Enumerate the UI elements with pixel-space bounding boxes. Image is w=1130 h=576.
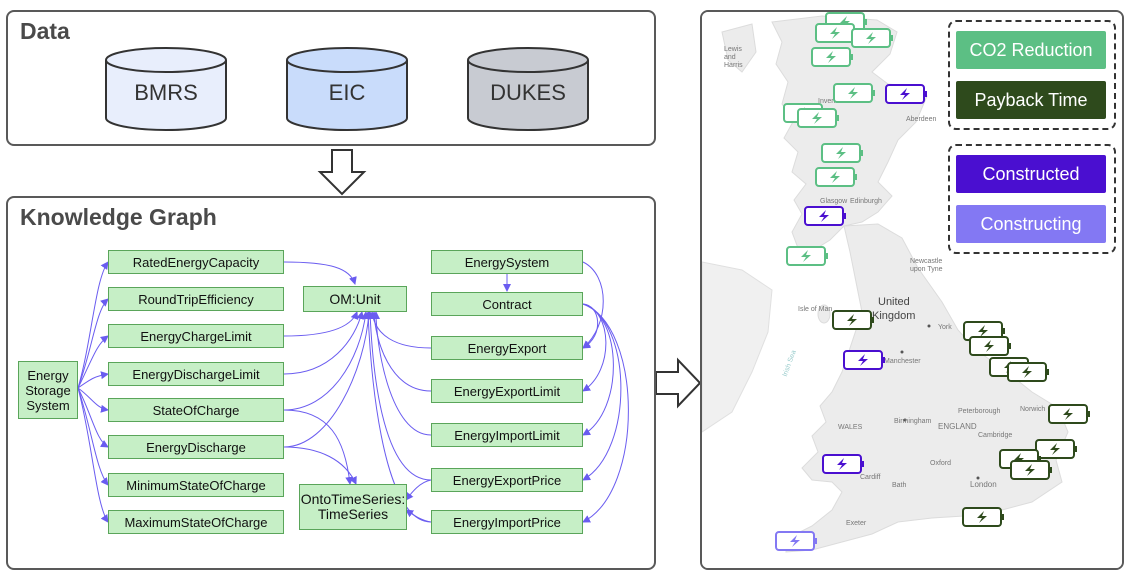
map-label-aberdeen: Aberdeen	[906, 116, 937, 123]
kg-node-energy-discharge-limit: EnergyDischargeLimit	[108, 362, 284, 386]
kg-node-energy-export: EnergyExport	[431, 336, 583, 360]
map-label-exeter: Exeter	[846, 520, 867, 527]
map-label-cardiff: Cardiff	[860, 474, 881, 481]
kg-node-energy-import-price: EnergyImportPrice	[431, 510, 583, 534]
data-panel: Data	[6, 10, 656, 146]
kg-node-minimum-state-of-charge: MinimumStateOfCharge	[108, 473, 284, 497]
map-label-peterborough: Peterborough	[958, 408, 1001, 415]
map-label-london: London	[970, 480, 997, 489]
legend-co2-reduction: CO2 Reduction	[956, 31, 1106, 69]
down-arrow-icon	[317, 149, 367, 196]
kg-node-energy-charge-limit: EnergyChargeLimit	[108, 324, 284, 348]
map-label-wales: WALES	[838, 424, 863, 431]
kg-node-contract: Contract	[431, 292, 583, 316]
data-panel-title: Data	[20, 18, 70, 44]
map-label-lewis-harris: Lewis and Harris	[724, 46, 743, 69]
map-label-united: United	[878, 296, 910, 308]
kg-node-energy-import-limit: EnergyImportLimit	[431, 423, 583, 447]
map-label-edinburgh: Edinburgh	[850, 198, 882, 205]
kg-node-round-trip-efficiency: RoundTripEfficiency	[108, 287, 284, 311]
map-label-birmingham: Birmingham	[894, 418, 932, 425]
map-label-cambridge: Cambridge	[978, 432, 1013, 439]
map-label-manchester: Manchester	[884, 358, 921, 365]
map-label-newcastle: Newcastle upon Tyne	[910, 258, 943, 273]
kg-node-maximum-state-of-charge: MaximumStateOfCharge	[108, 510, 284, 534]
map-label-isle-of-man: Isle of Man	[798, 306, 833, 313]
kg-node-energy-export-limit: EnergyExportLimit	[431, 379, 583, 403]
map-label-inverness: Inverness	[818, 98, 849, 105]
kg-node-timeseries: OntoTimeSeries: TimeSeries	[299, 484, 407, 530]
map-label-norwich: Norwich	[1020, 406, 1046, 413]
kg-node-om-unit: OM:Unit	[303, 286, 407, 312]
legend-metrics	[948, 20, 1116, 130]
kg-node-energy-system: EnergySystem	[431, 250, 583, 274]
isle-of-man	[817, 304, 831, 324]
kg-node-energy-discharge: EnergyDischarge	[108, 435, 284, 459]
kg-node-rated-energy-capacity: RatedEnergyCapacity	[108, 250, 284, 274]
right-arrow-icon	[655, 357, 702, 409]
legend-constructed: Constructed	[956, 155, 1106, 193]
map-label-york: York	[938, 324, 952, 331]
kg-panel-title: Knowledge Graph	[20, 204, 217, 230]
ireland-landmass	[702, 261, 773, 433]
map-panel: United Kingdom Isle of Man Irish Sea Gla…	[700, 10, 1124, 570]
hebrides	[721, 23, 757, 73]
map-label-england: ENGLAND	[938, 422, 977, 431]
legend-constructing: Constructing	[956, 205, 1106, 243]
kg-node-state-of-charge: StateOfCharge	[108, 398, 284, 422]
kg-node-energy-export-price: EnergyExportPrice	[431, 468, 583, 492]
kg-node-root: Energy Storage System	[18, 361, 78, 419]
legend-payback-time: Payback Time	[956, 81, 1106, 119]
map-label-oxford: Oxford	[930, 460, 952, 467]
map-label-kingdom: Kingdom	[872, 310, 916, 322]
map-label-bath: Bath	[892, 482, 907, 489]
legend-status	[948, 144, 1116, 254]
map-label-glasgow: Glasgow	[820, 198, 848, 205]
